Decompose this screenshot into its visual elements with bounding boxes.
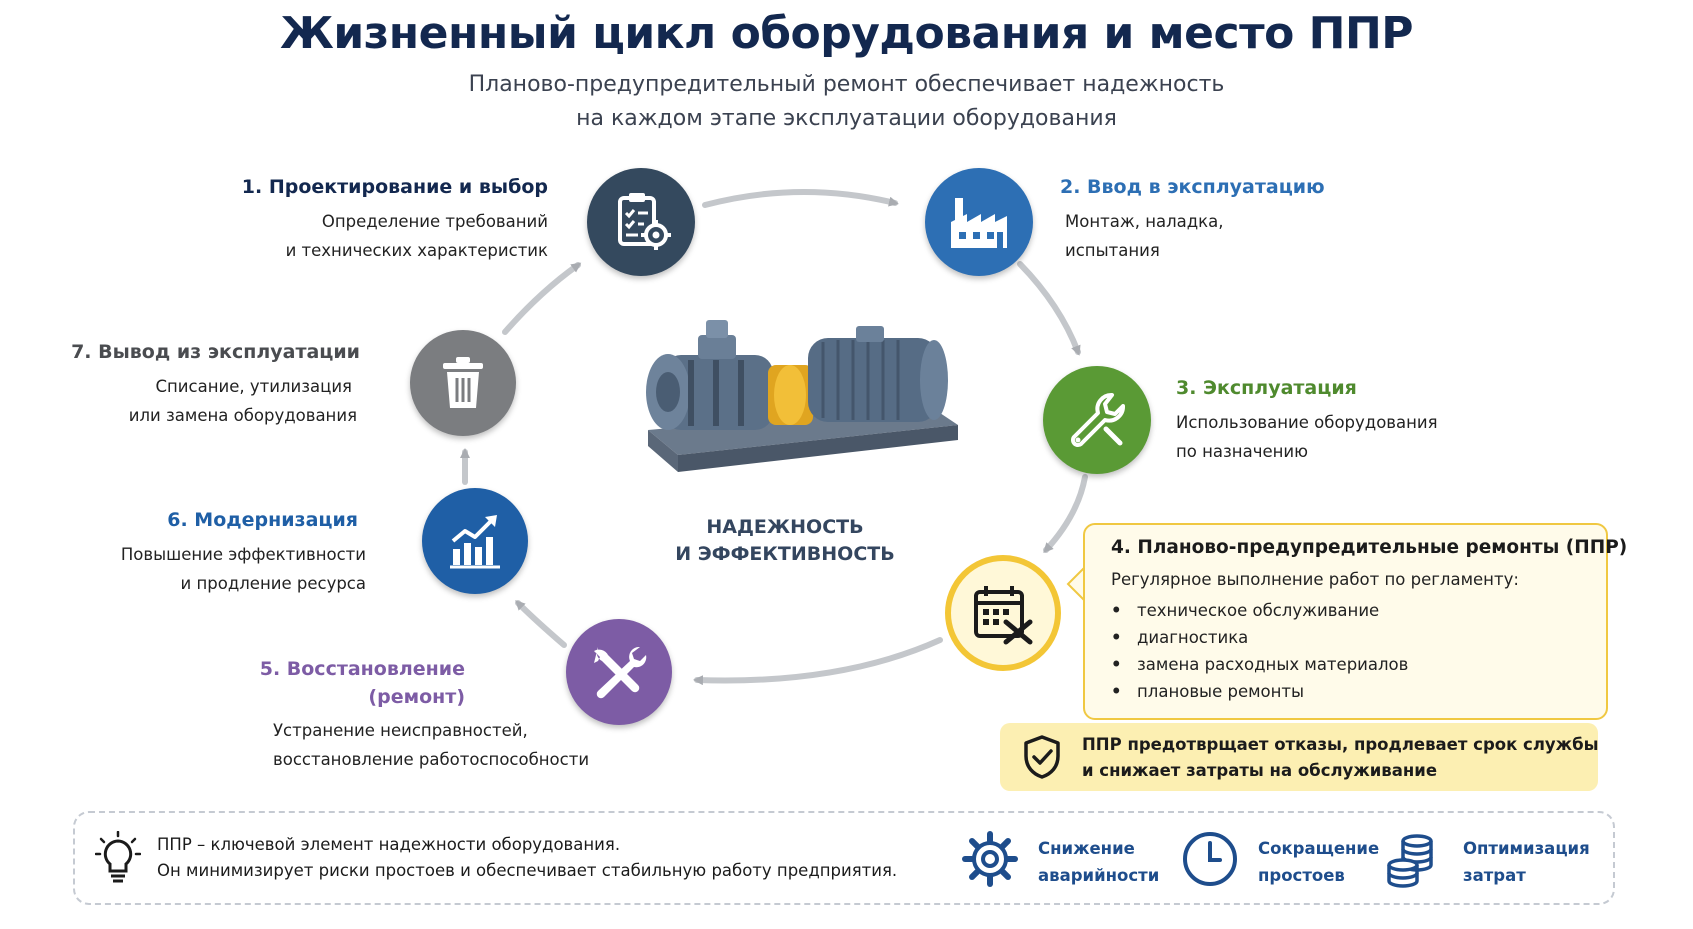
- stage-3-desc-2: по назначению: [1176, 442, 1308, 461]
- benefit-downtime-reduction: Сокращение простоев: [1180, 825, 1380, 895]
- center-label-line1: НАДЕЖНОСТЬ: [706, 516, 864, 538]
- stage-5-desc-2: восстановление работоспособности: [273, 750, 590, 769]
- ppr-benefit-note: ППР предотврщает отказы, продлевает срок…: [1000, 723, 1599, 791]
- stage-6-desc-2: и продление ресурса: [180, 574, 366, 593]
- ppr-detail-box: 4. Планово-предупредительные ремонты (ПП…: [1083, 523, 1627, 720]
- stage-5-circle: [566, 619, 672, 725]
- arrow-5-to-6: [515, 600, 567, 648]
- gear-icon: [962, 831, 1018, 887]
- stage-5-title: 5. Восстановление: [259, 658, 465, 680]
- benefit-line2: аварийности: [1038, 866, 1160, 885]
- benefit-label: Сокращение простоев: [1258, 835, 1379, 889]
- stage-6-desc-1: Повышение эффективности: [120, 545, 366, 564]
- stage-1-circle: [587, 168, 695, 276]
- benefit-line1: Снижение: [1038, 839, 1135, 858]
- stage-7-desc-2: или замена оборудования: [128, 406, 357, 425]
- stage-4-desc: Регулярное выполнение работ по регламент…: [1111, 570, 1519, 589]
- wrench-icon: [1071, 393, 1125, 447]
- stage-1-desc-2: и технических характеристик: [285, 241, 548, 260]
- arrow-1-to-2: [702, 189, 899, 208]
- footer-panel: ППР – ключевой элемент надежности оборуд…: [73, 811, 1615, 905]
- center-label: НАДЕЖНОСТЬ И ЭФФЕКТИВНОСТЬ: [665, 514, 905, 568]
- factory-icon: [951, 198, 1007, 248]
- stage-7-desc-1: Списание, утилизация: [155, 377, 352, 396]
- benefit-cost-optimization: Оптимизация затрат: [1385, 825, 1610, 895]
- stage-7-circle: [410, 330, 516, 436]
- clipboard-gear-icon: [618, 193, 671, 250]
- benefit-accident-reduction: Снижение аварийности: [960, 825, 1160, 895]
- benefit-line1: Сокращение: [1258, 839, 1380, 858]
- stage-3-desc-1: Использование оборудования: [1176, 413, 1438, 432]
- page-title: Жизненный цикл оборудования и место ППР: [279, 8, 1414, 59]
- clock-icon: [1183, 832, 1237, 886]
- benefit-line2: простоев: [1258, 866, 1345, 885]
- note-line2: и снижает затраты на обслуживание: [1082, 761, 1438, 780]
- trash-icon: [443, 357, 483, 408]
- pump-illustration: [646, 320, 958, 472]
- stage-5-title-2: (ремонт): [368, 686, 465, 708]
- calendar-tools-icon: [974, 586, 1033, 645]
- stage-2-title: 2. Ввод в эксплуатацию: [1060, 176, 1325, 198]
- arrow-3-to-4: [1043, 474, 1088, 553]
- crossed-tools-icon: [594, 646, 647, 699]
- stage-2-desc-2: испытания: [1065, 241, 1160, 260]
- lightbulb-icon: [95, 831, 141, 883]
- stage-3-title: 3. Эксплуатация: [1176, 377, 1357, 399]
- ppr-box-pointer: [1066, 567, 1086, 601]
- benefit-line2: затрат: [1463, 866, 1526, 885]
- benefit-label: Снижение аварийности: [1038, 835, 1159, 889]
- stage-6-circle: [422, 488, 528, 594]
- stage-2-circle: [925, 168, 1033, 276]
- list-item: плановые ремонты: [1111, 678, 1408, 705]
- footer-line1: ППР – ключевой элемент надежности оборуд…: [157, 835, 621, 854]
- arrow-2-to-3: [1017, 261, 1081, 356]
- stage-4-title: 4. Планово-предупредительные ремонты (ПП…: [1111, 537, 1628, 558]
- benefit-label: Оптимизация затрат: [1463, 835, 1590, 889]
- list-item: техническое обслуживание: [1111, 597, 1408, 624]
- ppr-work-list: техническое обслуживание диагностика зам…: [1111, 597, 1408, 705]
- stage-7-title: 7. Вывод из эксплуатации: [71, 341, 360, 363]
- stage-1-desc-1: Определение требований: [321, 212, 548, 231]
- list-item: замена расходных материалов: [1111, 651, 1408, 678]
- subtitle-line2: на каждом этапе эксплуатации оборудовани…: [576, 106, 1117, 131]
- coins-icon: [1387, 834, 1433, 888]
- center-label-line2: И ЭФФЕКТИВНОСТЬ: [675, 543, 895, 565]
- list-item: диагностика: [1111, 624, 1408, 651]
- stage-4-circle: [945, 555, 1061, 671]
- stage-2-desc-1: Монтаж, наладка,: [1065, 212, 1224, 231]
- stage-5-desc-1: Устранение неисправностей,: [273, 721, 528, 740]
- subtitle-line1: Планово-предупредительный ремонт обеспеч…: [468, 72, 1225, 97]
- note-text: ППР предотврщает отказы, продлевает срок…: [1082, 732, 1599, 784]
- shield-check-icon: [1024, 735, 1060, 779]
- arrow-7-to-1: [502, 262, 582, 335]
- stage-3-circle: [1043, 366, 1151, 474]
- benefit-line1: Оптимизация: [1463, 839, 1590, 858]
- stage-1-title: 1. Проектирование и выбор: [241, 176, 548, 198]
- arrow-4-to-5: [693, 637, 943, 686]
- page-subtitle: Планово-предупредительный ремонт обеспеч…: [0, 68, 1693, 136]
- stage-6-title: 6. Модернизация: [167, 509, 358, 531]
- footer-line2: Он минимизирует риски простоев и обеспеч…: [157, 861, 898, 880]
- growth-chart-icon: [450, 515, 500, 569]
- note-line1: ППР предотврщает отказы, продлевает срок…: [1082, 735, 1599, 754]
